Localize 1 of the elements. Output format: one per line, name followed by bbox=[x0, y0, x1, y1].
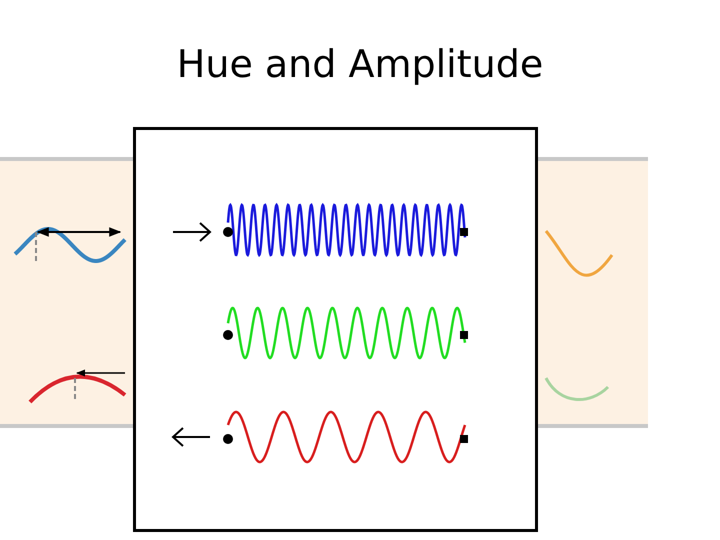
title: Hue and Amplitude bbox=[176, 42, 544, 86]
